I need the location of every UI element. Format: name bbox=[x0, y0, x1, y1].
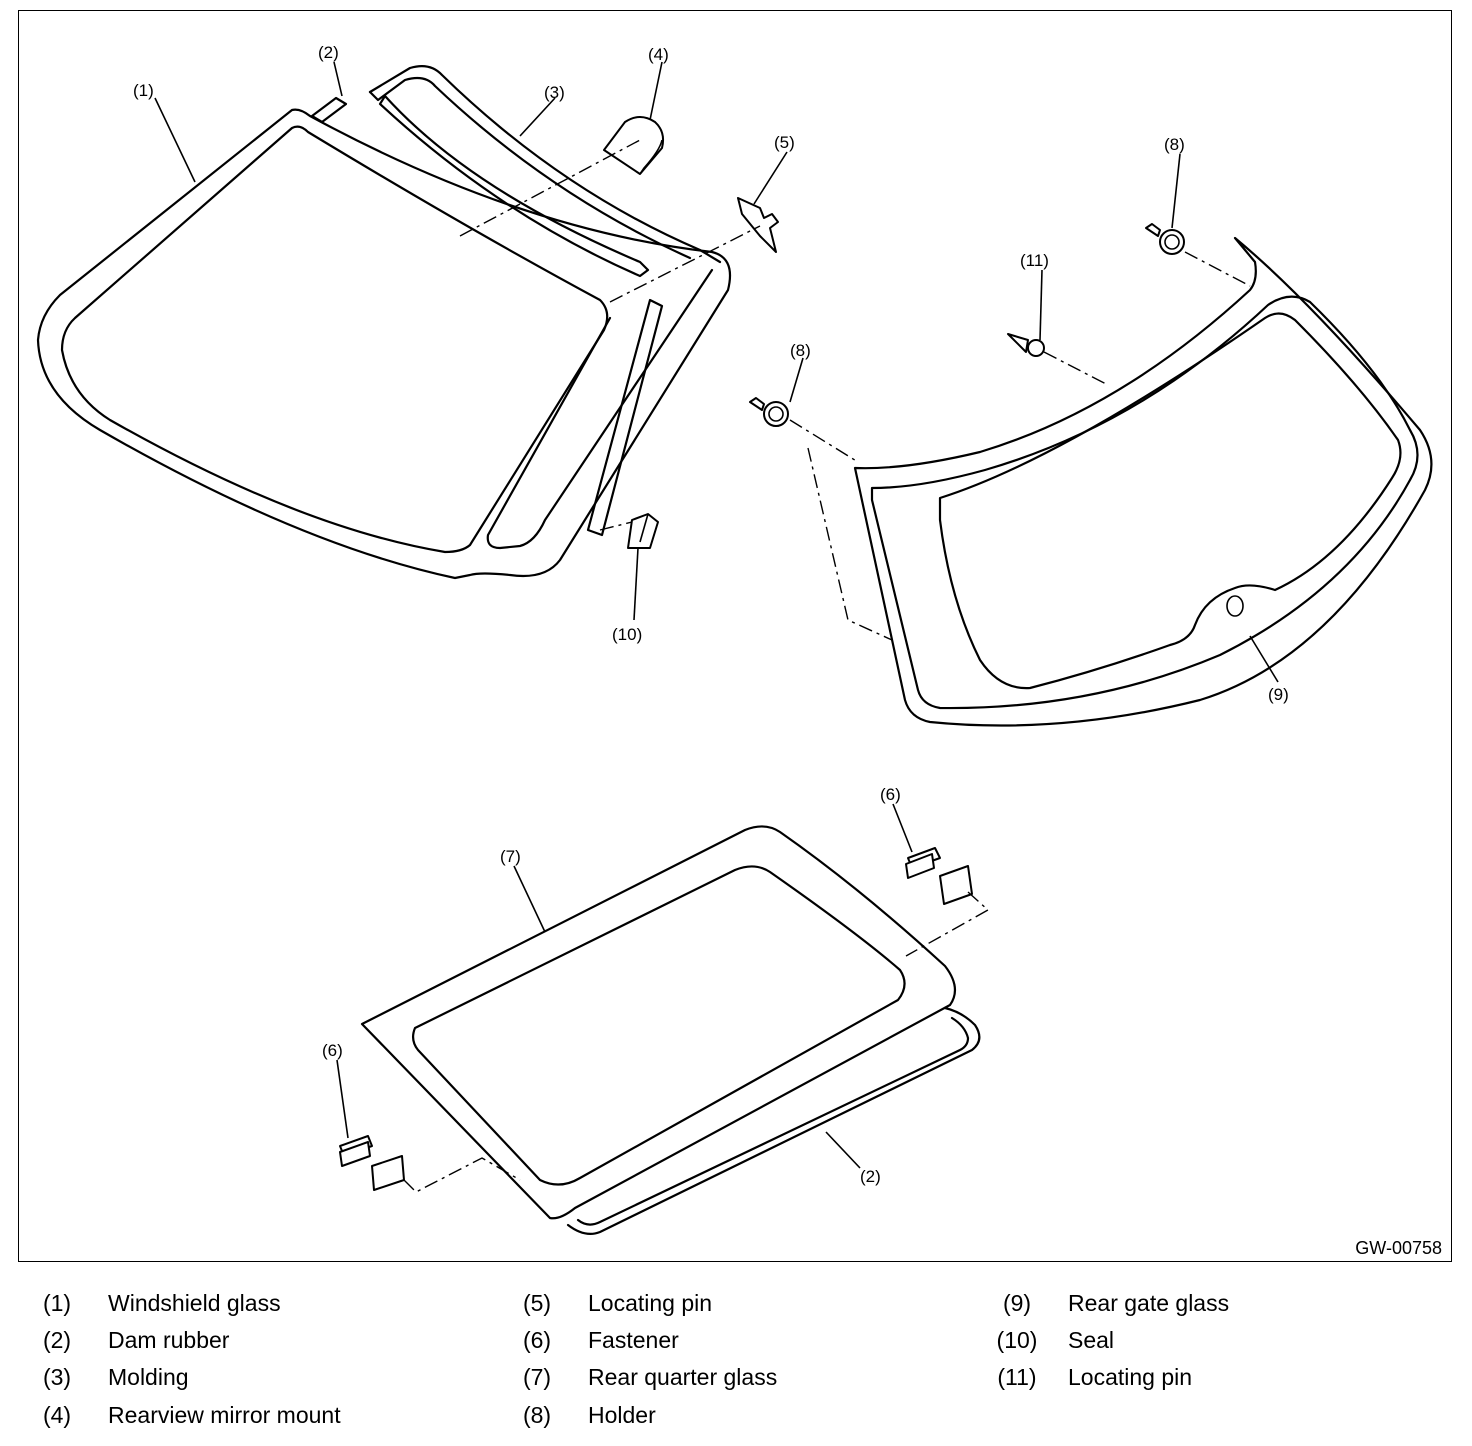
holder-left bbox=[749, 397, 789, 427]
parts-diagram: (1) (2) (3) (4) (5) (8) (11) (8) (10) (9… bbox=[36, 43, 1442, 1258]
legend-label: Locating pin bbox=[1068, 1364, 1193, 1390]
rear-quarter-glass bbox=[360, 825, 957, 1220]
legend-number: (5) bbox=[522, 1290, 552, 1316]
callout-8-left: (8) bbox=[790, 341, 811, 360]
legend-label: Windshield glass bbox=[108, 1290, 281, 1316]
legend-label: Locating pin bbox=[588, 1290, 713, 1316]
fastener-lower bbox=[339, 1135, 405, 1191]
legend-number: (11) bbox=[997, 1364, 1037, 1390]
dam-rubber-lower bbox=[566, 1006, 981, 1235]
callout-7: (7) bbox=[500, 847, 521, 866]
figure-frame bbox=[18, 10, 1452, 1262]
legend-label: Dam rubber bbox=[108, 1327, 230, 1353]
legend-number: (9) bbox=[1002, 1290, 1032, 1316]
callout-9: (9) bbox=[1268, 685, 1289, 704]
legend-label: Seal bbox=[1068, 1327, 1115, 1353]
legend-number: (7) bbox=[522, 1364, 552, 1390]
legend-number: (1) bbox=[42, 1290, 72, 1316]
legend-number: (3) bbox=[42, 1364, 72, 1390]
legend-label: Molding bbox=[108, 1364, 189, 1390]
legend-label: Fastener bbox=[588, 1327, 679, 1353]
legend-label: Holder bbox=[588, 1402, 656, 1428]
molding bbox=[368, 65, 722, 537]
rear-gate-glass bbox=[853, 236, 1433, 727]
legend-number: (4) bbox=[42, 1402, 72, 1428]
rearview-mirror-mount bbox=[603, 116, 665, 175]
callout-3: (3) bbox=[544, 83, 565, 102]
legend-label: Rearview mirror mount bbox=[108, 1402, 341, 1428]
callout-10: (10) bbox=[612, 625, 642, 644]
callout-1: (1) bbox=[133, 81, 154, 100]
legend-label: Rear gate glass bbox=[1068, 1290, 1230, 1316]
callout-6-upper: (6) bbox=[880, 785, 901, 804]
callout-5: (5) bbox=[774, 133, 795, 152]
legend-label: Rear quarter glass bbox=[588, 1364, 778, 1390]
callout-2-upper: (2) bbox=[318, 43, 339, 62]
legend-number: (2) bbox=[42, 1327, 72, 1353]
seal bbox=[627, 513, 659, 549]
leader-lines bbox=[154, 61, 1279, 1169]
windshield-glass bbox=[36, 108, 732, 580]
legend-number: (6) bbox=[522, 1327, 552, 1353]
legend-number: (10) bbox=[996, 1327, 1038, 1353]
figure-id: GW-00758 bbox=[1355, 1238, 1442, 1258]
callout-2-lower: (2) bbox=[860, 1167, 881, 1186]
legend-number: (8) bbox=[522, 1402, 552, 1428]
fastener-upper bbox=[905, 847, 973, 905]
holder-upper bbox=[1145, 223, 1185, 255]
dam-rubber-strip bbox=[310, 96, 348, 124]
callout-6-lower: (6) bbox=[322, 1041, 343, 1060]
callout-8-upper: (8) bbox=[1164, 135, 1185, 154]
parts-legend: (1) Windshield glass (2) Dam rubber (3) … bbox=[0, 1284, 1472, 1444]
locating-pin-5 bbox=[737, 197, 779, 253]
locating-pin-11 bbox=[1007, 333, 1045, 357]
callout-4: (4) bbox=[648, 45, 669, 64]
callout-11: (11) bbox=[1020, 251, 1049, 270]
